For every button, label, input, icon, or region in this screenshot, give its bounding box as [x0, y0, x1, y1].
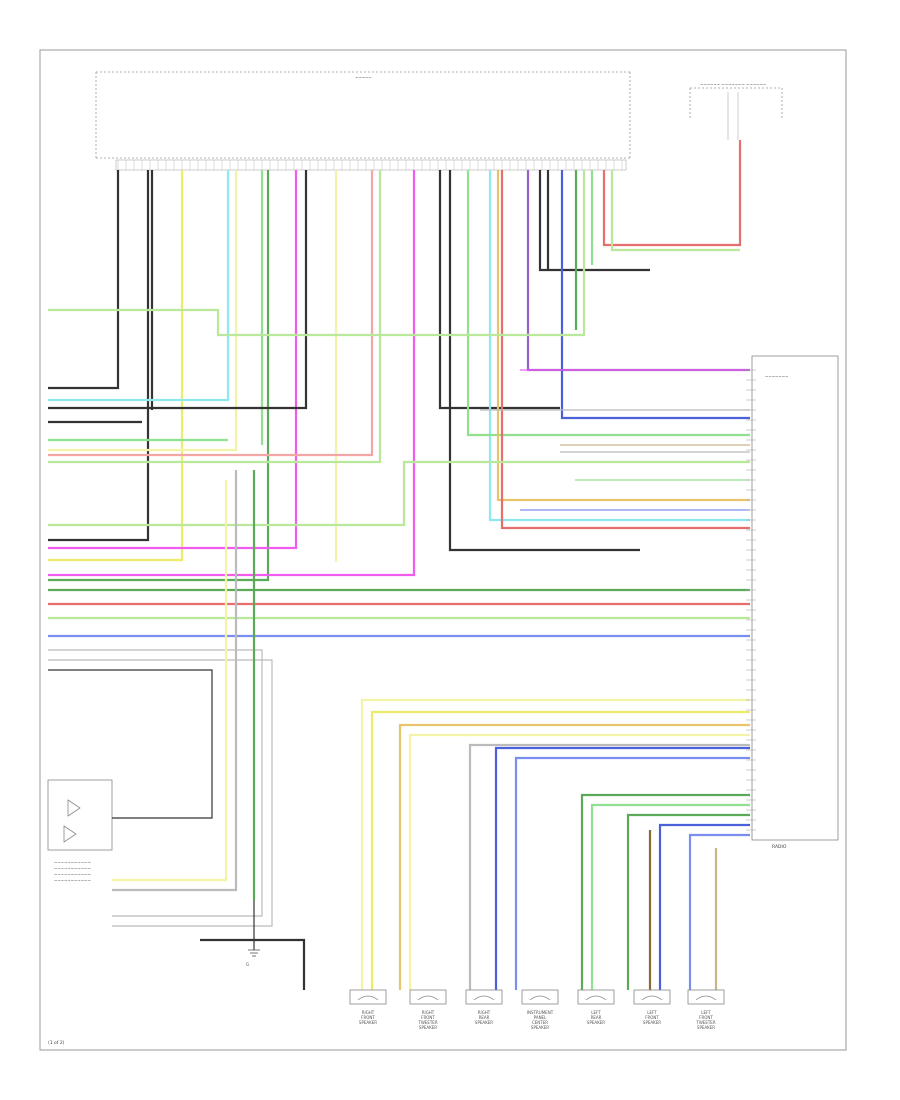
radio-title: RADIO: [772, 844, 787, 850]
svg-text:~~~~~~~~~~~: ~~~~~~~~~~~: [54, 872, 91, 877]
speaker-label: LEFT: [647, 1010, 657, 1015]
speaker-label: SPEAKER: [359, 1020, 377, 1025]
svg-text:~~~~~~~~~~~: ~~~~~~~~~~~: [54, 878, 91, 883]
speaker-box: [349, 989, 387, 1005]
speaker-label: LEFT: [701, 1010, 711, 1015]
speaker-label: REAR: [591, 1015, 602, 1020]
svg-text:~~~~~~~: ~~~~~~~: [765, 374, 788, 379]
speaker-icon: [641, 995, 663, 1001]
speaker-group: RIGHTFRONTSPEAKERRIGHTFRONTTWEETERSPEAKE…: [349, 989, 725, 1030]
speaker-box: [409, 989, 447, 1005]
wires: [48, 140, 750, 990]
speaker-box: [687, 989, 725, 1005]
speaker-label: LEFT: [591, 1010, 601, 1015]
ground-symbol: G: [246, 949, 260, 967]
speaker-label: SPEAKER: [475, 1020, 493, 1025]
ground-label: G: [246, 962, 249, 967]
speaker-label: SPEAKER: [531, 1025, 549, 1030]
diagram-frame: [39, 49, 847, 1051]
top-right-module: ~~~~~~ ~~~~~~~ ~~~~~~: [689, 82, 783, 140]
speaker-label: RIGHT: [362, 1010, 375, 1015]
speaker-box: [633, 989, 671, 1005]
top-pin-ticks: [117, 160, 623, 170]
speaker-label: SPEAKER: [419, 1025, 437, 1030]
speaker-icon: [473, 995, 495, 1001]
speaker-label: FRONT: [361, 1015, 375, 1020]
speaker-icon: [357, 995, 379, 1001]
speaker-label: RIGHT: [422, 1010, 435, 1015]
svg-text:~~~~~~ ~~~~~~~ ~~~~~~: ~~~~~~ ~~~~~~~ ~~~~~~: [700, 82, 766, 87]
footer-label: (1 of 2): [48, 1040, 65, 1046]
speaker-icon: [417, 995, 439, 1001]
speaker-icon: [585, 995, 607, 1001]
speaker-label: FRONT: [699, 1015, 713, 1020]
right-pin-markers: [746, 369, 756, 831]
speaker-icon: [695, 995, 717, 1001]
speaker-label: INSTRUMENT: [527, 1010, 554, 1015]
speaker-box: [577, 989, 615, 1005]
speaker-label: FRONT: [645, 1015, 659, 1020]
speaker-label: SPEAKER: [587, 1020, 605, 1025]
speaker-label: RIGHT: [478, 1010, 491, 1015]
speaker-label: FRONT: [421, 1015, 435, 1020]
speaker-box: [465, 989, 503, 1005]
radio-module: RADIO ~~~~~~~: [751, 355, 839, 850]
svg-text:~~~~~~~~~~~: ~~~~~~~~~~~: [54, 860, 91, 865]
speaker-label: PANEL: [534, 1015, 547, 1020]
speaker-label: TWEETER: [695, 1020, 715, 1025]
speaker-icon: [529, 995, 551, 1001]
speaker-label: REAR: [479, 1015, 490, 1020]
svg-text:~~~~~~~~~~~: ~~~~~~~~~~~: [54, 866, 91, 871]
top-connector: ~~~~~: [95, 71, 631, 171]
speaker-box: [521, 989, 559, 1005]
speaker-label: TWEETER: [417, 1020, 437, 1025]
speaker-label: SPEAKER: [643, 1020, 661, 1025]
svg-text:~~~~~: ~~~~~: [355, 75, 372, 80]
amplifier-module: ~~~~~~~~~~~ ~~~~~~~~~~~ ~~~~~~~~~~~ ~~~~…: [47, 779, 113, 883]
speaker-label: SPEAKER: [697, 1025, 715, 1030]
speaker-label: CENTER: [532, 1020, 548, 1025]
